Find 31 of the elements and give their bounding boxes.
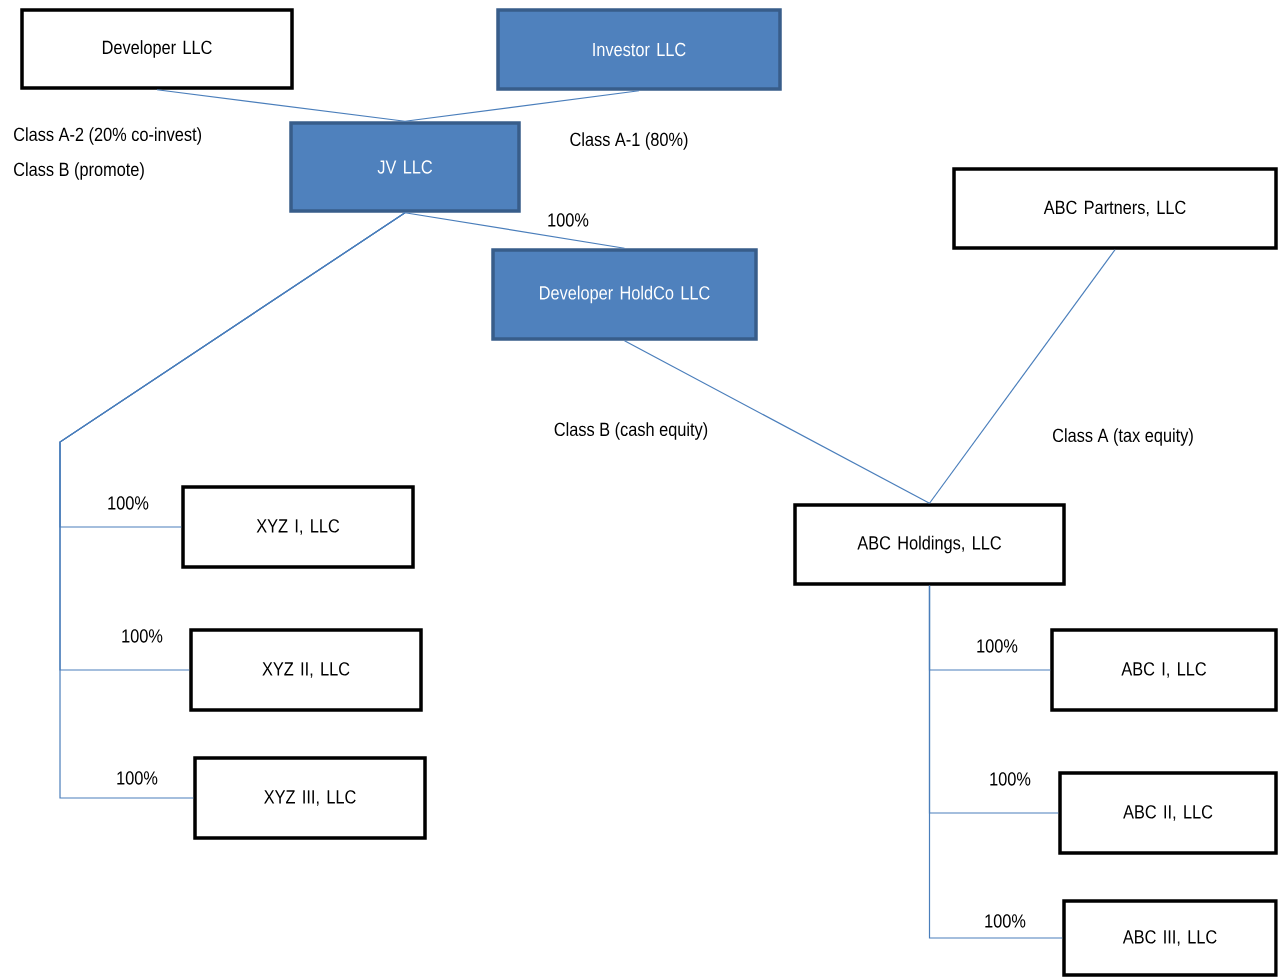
entity-box: Developer LLC — [20, 8, 294, 90]
edge-label: 100% — [548, 213, 589, 227]
edge-label: 100% — [990, 772, 1031, 786]
entity-box: Investor LLC — [496, 8, 782, 91]
edge-label: 100% — [122, 629, 163, 643]
entity-box: JV LLC — [289, 121, 521, 213]
edge-label: Class A (tax equity) — [1053, 428, 1193, 446]
connector-line — [928, 585, 1063, 939]
entity-box: ABC Holdings, LLC — [793, 503, 1066, 586]
connector-line — [59, 212, 406, 799]
entity-box: XYZ III, LLC — [193, 756, 427, 840]
edge-label: 100% — [977, 639, 1018, 653]
connector-line — [623, 340, 931, 504]
connector-line — [404, 90, 640, 122]
edge-label: 100% — [117, 771, 158, 785]
edge-label: Class A-1 (80%) — [570, 132, 688, 150]
connector-line — [156, 89, 406, 122]
ownership-label: Class A-2 (20% co-invest) — [14, 127, 202, 145]
connector-line — [404, 212, 626, 249]
edge-label: 100% — [985, 914, 1026, 928]
entity-box: ABC II, LLC — [1058, 771, 1278, 855]
ownership-label: Class B (promote) — [14, 162, 144, 180]
edge-label: 100% — [108, 496, 149, 510]
connector-line — [928, 249, 1116, 504]
entity-box: XYZ I, LLC — [181, 485, 415, 569]
entity-box: ABC Partners, LLC — [952, 167, 1278, 250]
entity-box: Developer HoldCo LLC — [491, 248, 758, 341]
entity-box: XYZ II, LLC — [189, 628, 423, 712]
entity-box: ABC I, LLC — [1050, 628, 1278, 712]
entity-box: ABC III, LLC — [1062, 899, 1278, 977]
edge-label: Class B (cash equity) — [554, 422, 708, 440]
